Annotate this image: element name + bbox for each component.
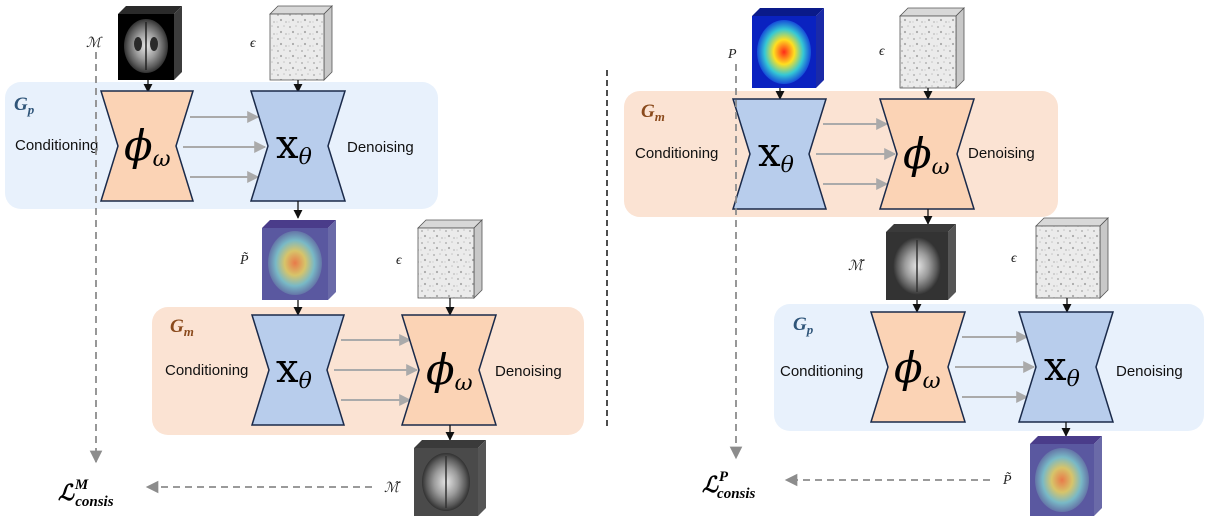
right-denoising-network-1 <box>878 98 976 210</box>
right-cond-net-symbol-1: xθ <box>758 130 794 178</box>
left-noise-symbol-top: ϵ <box>250 36 257 51</box>
left-conditioning-label-1: Conditioning <box>15 137 98 154</box>
left-intermediate-symbol: P̃ <box>239 252 249 268</box>
left-denoising-network-2 <box>400 314 498 426</box>
left-den-net-symbol-1: xθ <box>276 122 312 170</box>
left-conditioning-label-2: Conditioning <box>165 362 248 379</box>
left-mri-input-image <box>118 6 182 80</box>
right-input-symbol: P <box>727 47 737 62</box>
left-noise-symbol-mid: ϵ <box>396 253 403 268</box>
right-denoising-label-1: Denoising <box>968 145 1035 162</box>
right-noise-image-mid <box>1035 217 1109 299</box>
left-gm-label: Gm <box>170 316 194 339</box>
left-conditioning-network-2 <box>250 314 346 426</box>
right-denoising-label-2: Denoising <box>1116 363 1183 380</box>
right-intermediate-symbol: ℳ̃ <box>848 259 865 274</box>
right-denoising-network-2 <box>1017 311 1115 423</box>
right-noise-image-top <box>899 7 965 89</box>
right-output-pet-image <box>1030 436 1102 516</box>
left-denoising-label-1: Denoising <box>347 139 414 156</box>
right-conditioning-network-2 <box>869 311 967 423</box>
right-den-net-symbol-1: ϕω <box>903 129 950 180</box>
left-input-symbol: ℳ <box>86 36 103 51</box>
left-noise-image-top <box>269 5 333 81</box>
right-noise-symbol-mid: ϵ <box>1011 251 1018 266</box>
right-gm-label: Gm <box>641 101 665 124</box>
right-conditioning-label-2: Conditioning <box>780 363 863 380</box>
right-output-symbol: P̃ <box>1002 472 1012 488</box>
left-output-symbol: ℳ̃ <box>384 481 401 496</box>
right-pet-input-image <box>752 8 824 88</box>
left-gp-label: Gp <box>14 94 35 117</box>
right-conditioning-network-1 <box>731 98 828 210</box>
left-den-net-symbol-2: ϕω <box>426 345 473 396</box>
left-cond-net-symbol-2: xθ <box>276 346 312 394</box>
right-den-net-symbol-2: xθ <box>1044 344 1080 392</box>
right-conditioning-label-1: Conditioning <box>635 145 718 162</box>
right-gp-label: Gp <box>793 314 814 337</box>
left-denoising-label-2: Denoising <box>495 363 562 380</box>
left-intermediate-pet-image <box>262 220 336 300</box>
left-denoising-network-1 <box>249 90 347 202</box>
left-conditioning-network-1 <box>99 90 195 202</box>
right-intermediate-mri-image <box>886 224 956 300</box>
left-output-mri-image <box>414 440 486 516</box>
left-cond-net-symbol-1: ϕω <box>124 121 171 172</box>
left-noise-image-mid <box>417 219 483 299</box>
right-noise-symbol-top: ϵ <box>879 44 886 59</box>
right-cond-net-symbol-2: ϕω <box>894 343 941 394</box>
